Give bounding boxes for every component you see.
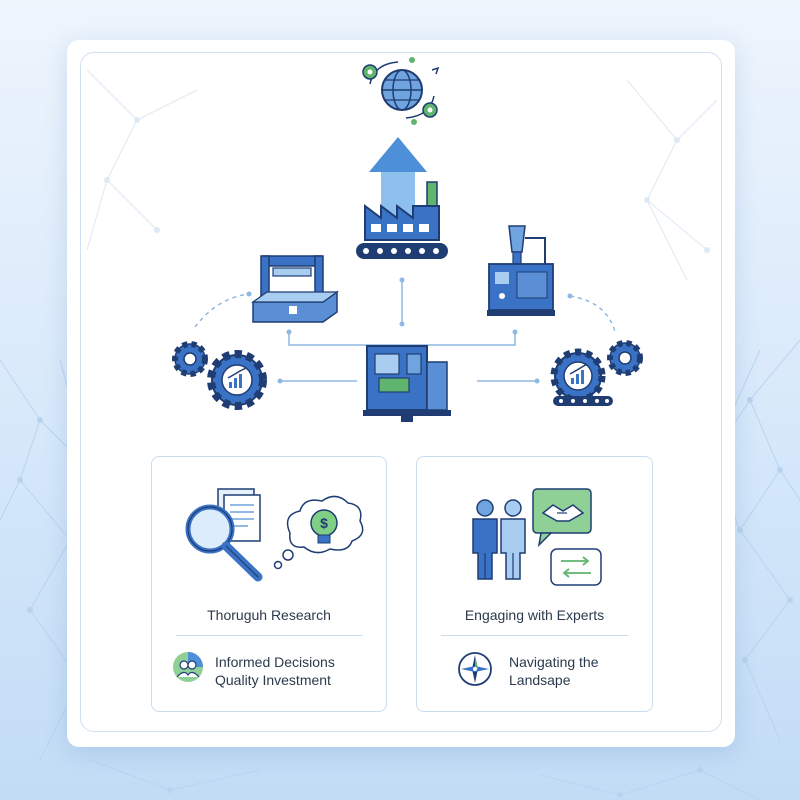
manufacturing-diagram: [172, 57, 643, 422]
experts-title: Engaging with Experts: [464, 607, 605, 623]
magnifier-documents-idea-icon: $: [185, 488, 364, 582]
research-title: Thoruguh Research: [207, 607, 331, 623]
inner-frame: [80, 52, 722, 732]
gears-conveyor-chart-icon: [550, 340, 643, 406]
compass-icon: [458, 652, 492, 686]
cnc-machine-icon: [363, 345, 451, 422]
experts-feature-line1: Navigating the: [509, 654, 599, 670]
experts-panel: Engaging with Experts Navigating the Lan…: [416, 456, 653, 712]
press-machine-icon: [251, 255, 339, 323]
globe-gears-icon: [362, 57, 440, 125]
gears-chart-icon: [172, 341, 267, 410]
users-group-icon: [173, 652, 203, 682]
research-feature: Informed Decisions Quality Investment: [172, 651, 376, 691]
experts-divider: [441, 635, 628, 636]
svg-text:$: $: [320, 515, 328, 531]
main-card: $ Thoruguh Research Informed Decisions Q…: [67, 40, 735, 747]
research-panel: $ Thoruguh Research Informed Decisions Q…: [151, 456, 387, 712]
research-feature-line2: Quality Investment: [215, 672, 331, 688]
factory-icon: [356, 181, 448, 259]
research-feature-line1: Informed Decisions: [215, 654, 335, 670]
card-network-pattern: [86, 69, 718, 281]
connector-lines: [194, 280, 616, 382]
research-divider: [176, 635, 362, 636]
experts-feature: Navigating the Landsape: [457, 651, 642, 691]
experts-handshake-icon: [472, 488, 602, 586]
experts-feature-line2: Landsape: [509, 672, 571, 688]
injection-molding-machine-icon: [487, 225, 555, 316]
